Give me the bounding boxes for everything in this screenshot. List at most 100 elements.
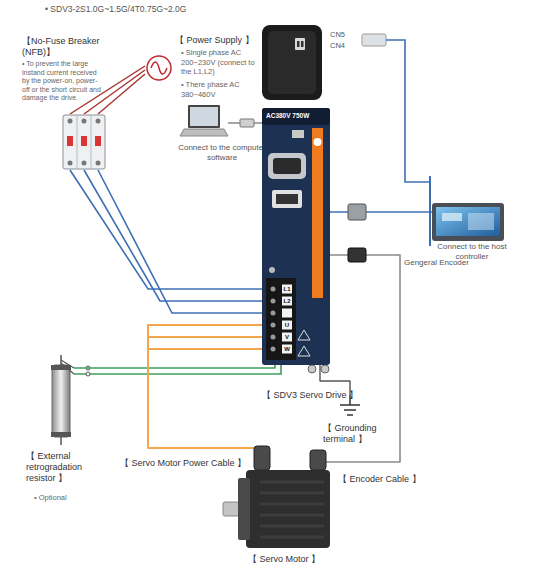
- drive-top-strip: [262, 108, 330, 125]
- breaker-lever: [81, 136, 87, 146]
- terminal-screw: [82, 161, 87, 166]
- terminal-screw: [271, 347, 276, 352]
- computer-outline: [180, 103, 228, 137]
- sine-wave: [151, 62, 167, 74]
- diagram-title: • SDV3-2S1.0G~1.5G/4T0.75G~2.0G: [45, 4, 345, 15]
- warning-symbol: [298, 346, 310, 356]
- motor-fin: [260, 492, 324, 495]
- power-wire: [98, 170, 262, 313]
- terminal-screw: [96, 119, 101, 124]
- pole-divider: [77, 116, 78, 168]
- terminal-label: L2: [282, 297, 292, 306]
- terminal-screw: [82, 119, 87, 124]
- node-text: • To prevent the large instand current r…: [22, 60, 102, 103]
- usb-port: [292, 130, 304, 138]
- monitor-bezel: [432, 203, 504, 241]
- motor-fin: [260, 503, 324, 506]
- pole-divider: [91, 116, 92, 168]
- motor-fin: [260, 536, 324, 539]
- grounding-terminal: 【 Grounding terminal 】: [337, 395, 363, 419]
- cn-plug: [362, 34, 386, 46]
- laptop-lid: [188, 105, 220, 128]
- grounding-terminal-outline: [337, 395, 363, 419]
- resistor-symbol: [52, 365, 70, 437]
- db-connector-inner: [273, 158, 301, 174]
- drive-inset: [262, 25, 322, 100]
- terminal-tag: [282, 309, 292, 318]
- status-led: [269, 267, 275, 273]
- drive-inset-face: [268, 31, 316, 94]
- cable-connector: [74, 365, 275, 368]
- terminal-tag: [282, 345, 292, 354]
- cn-connector: [348, 204, 366, 220]
- host-controller: Connect to the host controller: [432, 203, 504, 241]
- node-text: • There phase AC 380~460V: [181, 80, 263, 99]
- laptop-base: [180, 129, 228, 136]
- servo-motor: 【 Servo Motor 】: [238, 470, 330, 548]
- motor-fin: [260, 525, 324, 528]
- cable-connector: [84, 170, 262, 301]
- breaker-lever: [67, 136, 73, 146]
- motor-fin: [260, 481, 324, 484]
- motor-shaft: [223, 502, 239, 516]
- cable-connector: [148, 337, 262, 470]
- port-pin: [297, 41, 300, 47]
- terminal-tag: [282, 285, 292, 294]
- circuit-breaker-outline: [62, 114, 106, 170]
- node-heading: 【 External retrogradation resistor 】: [26, 451, 106, 484]
- brake-resistor-outline: [48, 355, 74, 445]
- laptop-screen: [190, 107, 218, 126]
- terminal-screw: [68, 161, 73, 166]
- ac-source-symbol: [147, 56, 171, 80]
- power-plug: [254, 446, 270, 470]
- node-heading: 【 Servo Motor 】: [248, 554, 348, 565]
- communication-bus: [429, 176, 431, 246]
- node-heading: Connect to the computer software: [172, 143, 272, 163]
- rj-port-inner: [276, 194, 298, 204]
- breaker-lever: [95, 136, 101, 146]
- cable-label: 【 Servo Motor Power Cable 】: [120, 458, 260, 469]
- port-pin: [301, 41, 304, 47]
- ground-screw: [308, 365, 316, 373]
- screen-widget: [442, 213, 462, 221]
- servo-drive: AC380V 750W【 SDV3 Servo Drive 】: [262, 108, 330, 365]
- connector-name: CN5: [330, 30, 360, 39]
- rj-port: [272, 190, 302, 208]
- connector-name: Gengeral Encoder: [404, 258, 494, 268]
- motor-flange: [238, 478, 250, 540]
- cable-label: 【 Encoder Cable 】: [338, 474, 448, 485]
- usb-plug: [240, 119, 254, 127]
- motor-power-wire: [148, 325, 262, 337]
- resistor-lead: [60, 437, 62, 445]
- breaker-body: [63, 115, 105, 169]
- circuit-breaker: 【No-Fuse Breaker (NFB)】• To prevent the …: [62, 114, 106, 170]
- motor-fin: [260, 514, 324, 517]
- terminal-label: L1: [282, 285, 292, 294]
- encoder-connector: [348, 248, 366, 262]
- power-wire: [70, 170, 262, 289]
- warning-symbol: [298, 330, 310, 340]
- servo-drive-outline: [262, 108, 330, 365]
- cable-connector: [330, 211, 432, 213]
- computer: Connect to the computer software: [180, 103, 228, 137]
- node-text: • Optional: [34, 493, 94, 502]
- node-heading: 【No-Fuse Breaker (NFB)】: [22, 36, 122, 58]
- ground-symbol: [344, 409, 356, 411]
- terminal-tag: [282, 321, 292, 330]
- motor-body: [246, 470, 330, 548]
- host-controller-outline: [432, 203, 504, 241]
- screen-widget: [468, 213, 494, 230]
- terminal-screw: [96, 161, 101, 166]
- terminal-tag: [282, 333, 292, 342]
- resistor-wire: [74, 365, 281, 374]
- terminal-screw: [68, 119, 73, 124]
- ground-screw: [321, 365, 329, 373]
- communication-wire: [386, 40, 430, 182]
- terminal-screw: [271, 311, 276, 316]
- terminal-label: U: [282, 321, 292, 330]
- switch-contact: [86, 372, 90, 376]
- connector-name: CN4: [330, 41, 360, 50]
- encoder-plug: [310, 450, 326, 470]
- node-heading: 【 Grounding terminal 】: [323, 423, 403, 445]
